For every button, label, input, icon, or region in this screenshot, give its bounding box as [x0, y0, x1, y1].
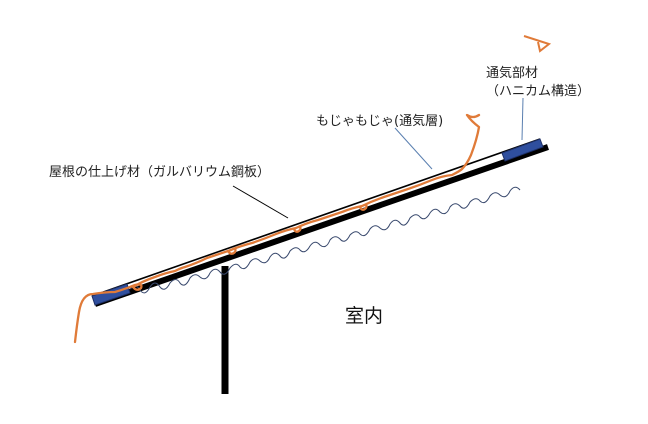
leader-roof-finish — [232, 185, 289, 219]
leader-vent-member — [521, 97, 524, 141]
label-vent-member: 通気部材 — [486, 66, 539, 81]
leader-vent-layer — [394, 127, 433, 170]
airflow-exit-arrow — [523, 35, 552, 53]
label-vent-layer: もじゃもじゃ(通気層) — [316, 114, 444, 129]
label-indoor: 室内 — [345, 305, 384, 327]
fiber-layer — [129, 186, 521, 294]
vent-block-upper — [501, 138, 544, 162]
roof-underlayer — [94, 144, 549, 307]
roof-finish-sheet — [91, 138, 541, 297]
vent-block-lower — [91, 283, 131, 306]
label-vent-member-sub: （ハニカム構造） — [486, 84, 591, 99]
airflow-path — [73, 113, 481, 344]
label-roof-finish: 屋根の仕上げ材（ガルバリウム鋼板） — [49, 165, 271, 180]
